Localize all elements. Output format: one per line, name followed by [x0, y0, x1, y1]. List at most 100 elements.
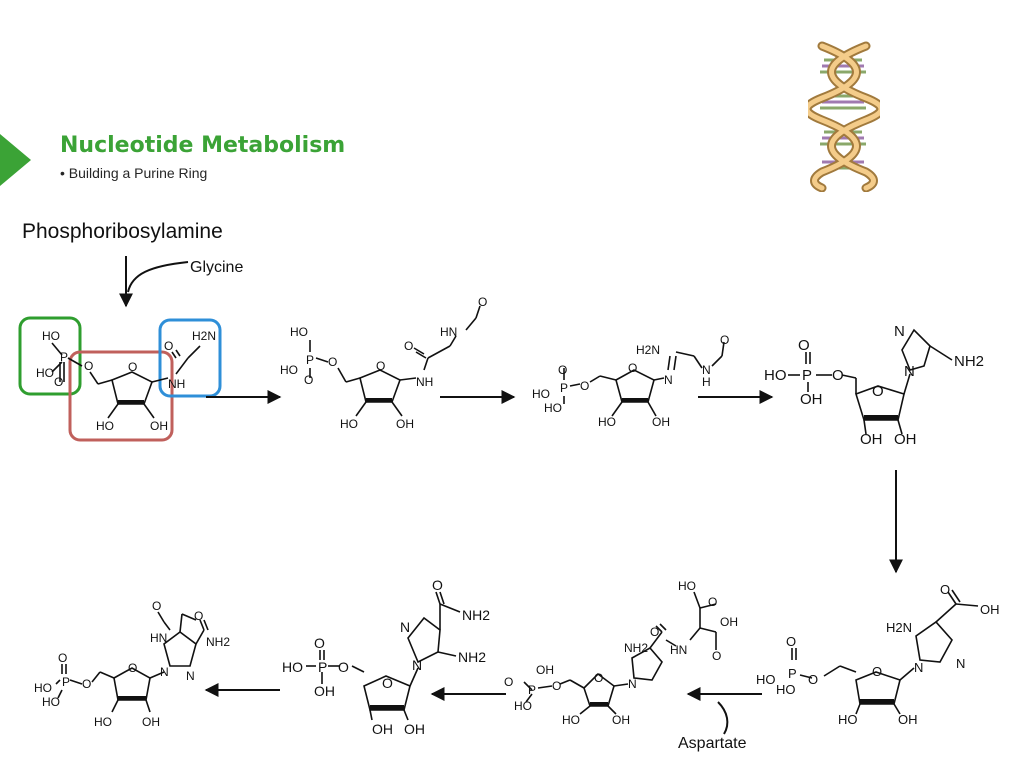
atom-label-o: O [194, 609, 203, 623]
atom-label-o: O [432, 577, 443, 593]
atom-label-ho: HO [514, 699, 532, 713]
atom-label-h: H [702, 375, 711, 389]
atom-label-o: O [558, 363, 567, 377]
atom-label-n: N [904, 363, 915, 380]
atom-label-nh: NH [416, 375, 433, 389]
atom-label-o: O [128, 360, 137, 374]
atom-label-o: O [404, 339, 413, 353]
atom-label-ho: HO [764, 367, 787, 384]
glycine-addition-arrow [119, 256, 189, 308]
atom-label-ho: HO [42, 329, 60, 343]
atom-label-o: O [872, 664, 882, 679]
atom-label-p: P [560, 381, 568, 395]
atom-label-oh: OH [720, 615, 738, 629]
molecule-faicar: O HO P HO O O HO OH N N HN O O NH2 [34, 599, 230, 729]
atom-label-n: N [412, 657, 422, 673]
atom-label-nh2: NH2 [462, 607, 490, 623]
atom-label-o: O [338, 659, 349, 675]
atom-label-n: N [914, 660, 923, 675]
atom-label-n: N [186, 669, 195, 683]
atom-label-ho: HO [96, 419, 114, 433]
atom-label-oh: OH [652, 415, 670, 429]
atom-label-o: O [832, 367, 844, 384]
atom-label-h2n: H2N [886, 620, 912, 635]
slide-bullet: • Building a Purine Ring [60, 165, 208, 181]
atom-label-oh: OH [860, 431, 883, 448]
atom-label-o: O [940, 582, 950, 597]
atom-label-ho: HO [678, 579, 696, 593]
molecule-phosphoribosylamine: HO P HO O O O HO OH NH H2N O [18, 316, 222, 442]
atom-label-o: O [580, 379, 589, 393]
atom-label-nh2: NH2 [458, 649, 486, 665]
atom-label-ho: HO [94, 715, 112, 729]
atom-label-ho: HO [42, 695, 60, 709]
atom-label-oh: OH [396, 417, 414, 431]
atom-label-o: O [712, 649, 721, 663]
atom-label-nh2: NH2 [206, 635, 230, 649]
molecule-air: O HO P O OH O OH OH N N NH2 [764, 323, 984, 448]
atom-label-ho: HO [34, 681, 52, 695]
molecule-saicar: OH O P HO O O HO OH N NH2 O HN HO O OH O [504, 579, 738, 727]
atom-label-ho: HO [340, 417, 358, 431]
pathway-heading: Phosphoribosylamine [22, 220, 223, 243]
atom-label-hn: HN [150, 631, 167, 645]
atom-label-o: O [164, 339, 173, 353]
atom-label-nh: NH [168, 377, 185, 391]
atom-label-o: O [304, 373, 313, 387]
atom-label-n: N [702, 363, 711, 377]
atom-label-o: O [376, 359, 385, 373]
dna-double-helix-icon [808, 41, 880, 192]
atom-label-oh: OH [314, 683, 335, 699]
atom-label-ho: HO [598, 415, 616, 429]
reagent-glycine: Glycine [190, 259, 244, 276]
atom-label-o: O [82, 677, 91, 691]
molecule-fgam: O P HO HO O O HO OH N H2N N H O [532, 333, 729, 429]
atom-label-oh: OH [142, 715, 160, 729]
aspartate-addition-arrow [717, 701, 729, 735]
atom-label-ho: HO [544, 401, 562, 415]
atom-label-oh: OH [612, 713, 630, 727]
atom-label-ho: HO [756, 672, 776, 687]
atom-label-oh: OH [898, 712, 918, 727]
atom-label-hn: HN [440, 325, 457, 339]
atom-label-oh: OH [800, 391, 823, 408]
atom-label-o: O [708, 595, 717, 609]
atom-label-oh: OH [536, 663, 554, 677]
slide-title: Nucleotide Metabolism [60, 133, 346, 158]
atom-label-o: O [552, 679, 561, 693]
atom-label-o: O [314, 635, 325, 651]
atom-label-p: P [318, 659, 327, 675]
atom-label-n: N [160, 665, 169, 679]
atom-label-oh: OH [404, 721, 425, 737]
atom-label-o: O [58, 651, 67, 665]
atom-label-n: N [894, 323, 905, 340]
atom-label-oh: OH [980, 602, 1000, 617]
phosphate-highlight [18, 316, 82, 396]
atom-label-o: O [84, 359, 93, 373]
atom-label-o: O [650, 625, 659, 639]
atom-label-p: P [60, 350, 68, 364]
molecule-gar: HO P HO O O O HO OH NH O HN O [280, 295, 487, 431]
amine-highlight [158, 318, 222, 398]
atom-label-o: O [504, 675, 513, 689]
atom-label-ho: HO [290, 325, 308, 339]
atom-label-n: N [956, 656, 965, 671]
atom-label-n: N [400, 619, 410, 635]
atom-label-p: P [62, 675, 70, 689]
molecule-aicar: O HO P O OH O OH OH N N O NH2 NH2 [282, 577, 490, 737]
atom-label-p: P [528, 683, 536, 697]
atom-label-o: O [628, 361, 637, 375]
atom-label-o: O [152, 599, 161, 613]
atom-label-o: O [720, 333, 729, 347]
atom-label-n: N [628, 677, 637, 691]
atom-label-o: O [128, 661, 137, 675]
atom-label-p: P [306, 353, 314, 367]
atom-label-oh: OH [372, 721, 393, 737]
atom-label-nh2: NH2 [624, 641, 648, 655]
atom-label-ho: HO [562, 713, 580, 727]
atom-label-o: O [808, 672, 818, 687]
reagent-aspartate: Aspartate [678, 735, 747, 752]
atom-label-o: O [328, 355, 337, 369]
atom-label-oh: OH [894, 431, 917, 448]
